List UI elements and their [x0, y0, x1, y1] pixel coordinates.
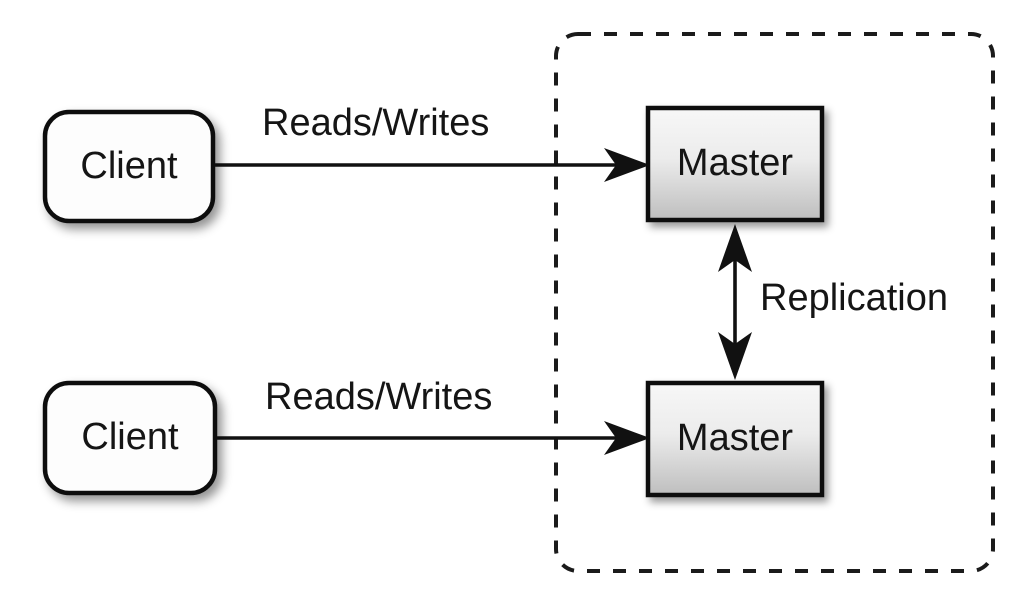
- edge-label-reads-writes-top: Reads/Writes: [262, 102, 489, 144]
- master-top-shape[interactable]: [645, 105, 825, 223]
- edge-label-reads-writes-bottom: Reads/Writes: [265, 376, 492, 418]
- master-top-label: Master: [677, 142, 793, 184]
- edge-client-top-to-master-top: [213, 148, 650, 182]
- node-client-top[interactable]: [42, 109, 216, 224]
- replication-group-boundary: [554, 32, 995, 573]
- edge-replication-bidirectional: [718, 224, 752, 380]
- edge-client-bottom-to-master-bottom: [215, 421, 650, 455]
- client-bottom-label: Client: [81, 416, 179, 458]
- client-top-label: Client: [80, 145, 178, 187]
- node-master-top[interactable]: [645, 105, 825, 223]
- master-bottom-label: Master: [677, 417, 793, 459]
- edge-label-replication: Replication: [760, 277, 948, 319]
- client-bottom-shape[interactable]: [42, 380, 218, 496]
- node-client-bottom[interactable]: [42, 380, 218, 496]
- client-top-shape[interactable]: [42, 109, 216, 224]
- node-master-bottom[interactable]: [645, 380, 825, 498]
- master-bottom-shape[interactable]: [645, 380, 825, 498]
